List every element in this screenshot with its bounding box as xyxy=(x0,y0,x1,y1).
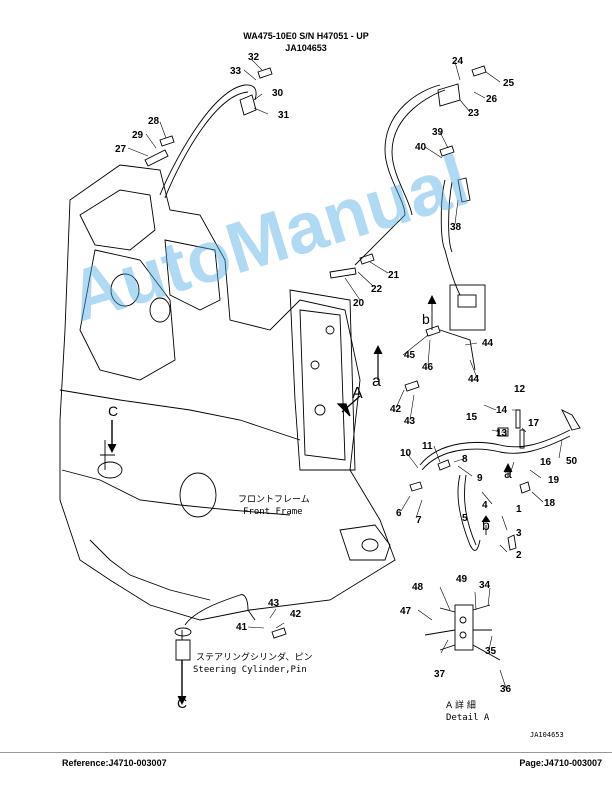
front-frame-en: Front Frame xyxy=(243,507,303,517)
callout-33: 33 xyxy=(230,66,242,77)
callout-24: 24 xyxy=(452,56,464,67)
callout-22: 22 xyxy=(371,284,383,295)
callout-30: 30 xyxy=(272,88,284,99)
callout-38: 38 xyxy=(450,222,462,233)
callout-29: 29 xyxy=(132,130,144,141)
callout-36: 36 xyxy=(500,684,512,695)
callout-13: 13 xyxy=(496,428,508,439)
steering-en: Steering Cylinder,Pin xyxy=(193,665,307,675)
callout-20: 20 xyxy=(353,298,365,309)
callout-46: 46 xyxy=(422,362,434,373)
callout-8: 8 xyxy=(462,454,468,465)
callout-6: 6 xyxy=(396,508,402,519)
callout-18: 18 xyxy=(544,498,556,509)
callout-48: 48 xyxy=(412,582,424,593)
callout-2: 2 xyxy=(516,550,522,561)
callout-17: 17 xyxy=(528,418,540,429)
callout-31: 31 xyxy=(278,110,290,121)
callout-50: 50 xyxy=(566,456,578,467)
header-code: JA104653 xyxy=(285,43,327,53)
callout-27: 27 xyxy=(115,144,127,155)
callout-32: 32 xyxy=(248,52,260,63)
callout-44a: 44 xyxy=(482,338,494,349)
callout-9: 9 xyxy=(477,473,483,484)
callout-5: 5 xyxy=(462,513,468,524)
view-b-bottom: b xyxy=(482,517,490,533)
callout-26: 26 xyxy=(486,94,498,105)
callout-15: 15 xyxy=(466,412,478,423)
callout-28: 28 xyxy=(148,116,160,127)
frame-drawing xyxy=(59,59,581,706)
callout-40: 40 xyxy=(415,142,427,153)
page-header: WA475-10E0 S/N H47051 - UP JA104653 xyxy=(0,30,612,54)
steering-jp: ステアリングシリンダ、ピン xyxy=(196,651,313,663)
front-frame-jp: フロントフレーム xyxy=(238,494,310,505)
callout-34: 34 xyxy=(479,580,491,591)
header-title: WA475-10E0 S/N H47051 - UP xyxy=(243,31,369,41)
callout-3: 3 xyxy=(516,528,522,539)
view-a-small: a xyxy=(372,373,381,390)
callout-23: 23 xyxy=(468,108,480,119)
drawing-code: JA104653 xyxy=(530,731,564,739)
callout-35: 35 xyxy=(485,646,497,657)
callout-16: 16 xyxy=(540,457,552,468)
callout-12: 12 xyxy=(514,384,526,395)
callout-43a: 43 xyxy=(404,416,416,427)
callout-37: 37 xyxy=(434,669,446,680)
footer-page: Page:J4710-003007 xyxy=(519,758,602,768)
callout-43b: 43 xyxy=(268,598,280,609)
view-a-small-2: a xyxy=(504,465,512,481)
footer-reference: Reference:J4710-003007 xyxy=(62,758,167,768)
view-a-label: A xyxy=(352,385,363,402)
callout-11: 11 xyxy=(422,441,433,452)
callout-39: 39 xyxy=(432,127,444,138)
callout-49: 49 xyxy=(456,574,468,585)
detail-jp: A 詳 細 xyxy=(446,699,476,711)
callout-44b: 44 xyxy=(468,374,480,385)
callout-47: 47 xyxy=(400,606,412,617)
view-b-top: b xyxy=(422,311,430,327)
callout-group: 1 2 3 4 5 6 7 8 9 10 11 12 13 14 15 16 1… xyxy=(115,52,578,695)
callout-42b: 42 xyxy=(290,609,302,620)
detail-en: Detail A xyxy=(446,713,490,723)
callout-25: 25 xyxy=(503,78,515,89)
page-footer: Reference:J4710-003007 Page:J4710-003007 xyxy=(0,752,612,773)
callout-19: 19 xyxy=(548,475,560,486)
callout-41: 41 xyxy=(236,622,248,633)
view-c-bottom: C xyxy=(177,695,187,711)
callout-7: 7 xyxy=(416,515,422,526)
callout-4: 4 xyxy=(482,500,488,511)
callout-14: 14 xyxy=(496,405,508,416)
callout-21: 21 xyxy=(388,270,400,281)
view-c-top: C xyxy=(108,403,118,419)
view-letters: C C A a b a b xyxy=(108,311,512,711)
callout-10: 10 xyxy=(400,448,412,459)
callout-1: 1 xyxy=(516,504,522,515)
callout-42a: 42 xyxy=(390,404,402,415)
callout-45: 45 xyxy=(404,350,416,361)
